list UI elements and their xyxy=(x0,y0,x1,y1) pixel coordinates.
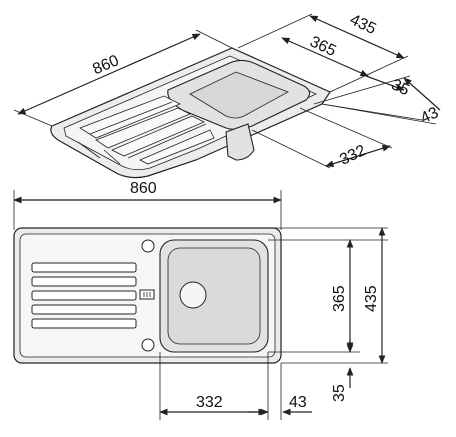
plan-overflow-mark xyxy=(139,289,155,300)
plan-length-label: 860 xyxy=(130,180,157,197)
iso-bowl-inner xyxy=(189,71,289,119)
iso-side-margin-label: 43 xyxy=(418,104,441,127)
iso-length-label: 860 xyxy=(90,52,121,78)
plan-drainer-grooves xyxy=(31,262,137,329)
plan-bowl-depth-label: 365 xyxy=(331,285,348,312)
plan-bowl-width-label: 332 xyxy=(196,394,223,411)
iso-bowl-underside xyxy=(225,123,255,161)
iso-front-margin-label: 35 xyxy=(389,76,412,99)
isometric-view xyxy=(13,13,441,179)
plan-side-margin-label: 43 xyxy=(289,394,307,411)
iso-depth-label: 435 xyxy=(347,11,378,38)
plan-front-margin-label: 35 xyxy=(331,384,348,402)
iso-drainer-lip xyxy=(77,141,121,165)
iso-bowl-width-label: 332 xyxy=(337,142,368,169)
plan-bowl-inner xyxy=(167,247,261,345)
plan-drain xyxy=(179,281,207,309)
plan-tap-hole-bottom xyxy=(141,338,155,352)
plan-depth-label: 435 xyxy=(363,285,380,312)
plan-view xyxy=(13,190,388,420)
iso-bowl-depth-label: 365 xyxy=(307,33,338,60)
plan-tap-hole-top xyxy=(141,239,155,253)
